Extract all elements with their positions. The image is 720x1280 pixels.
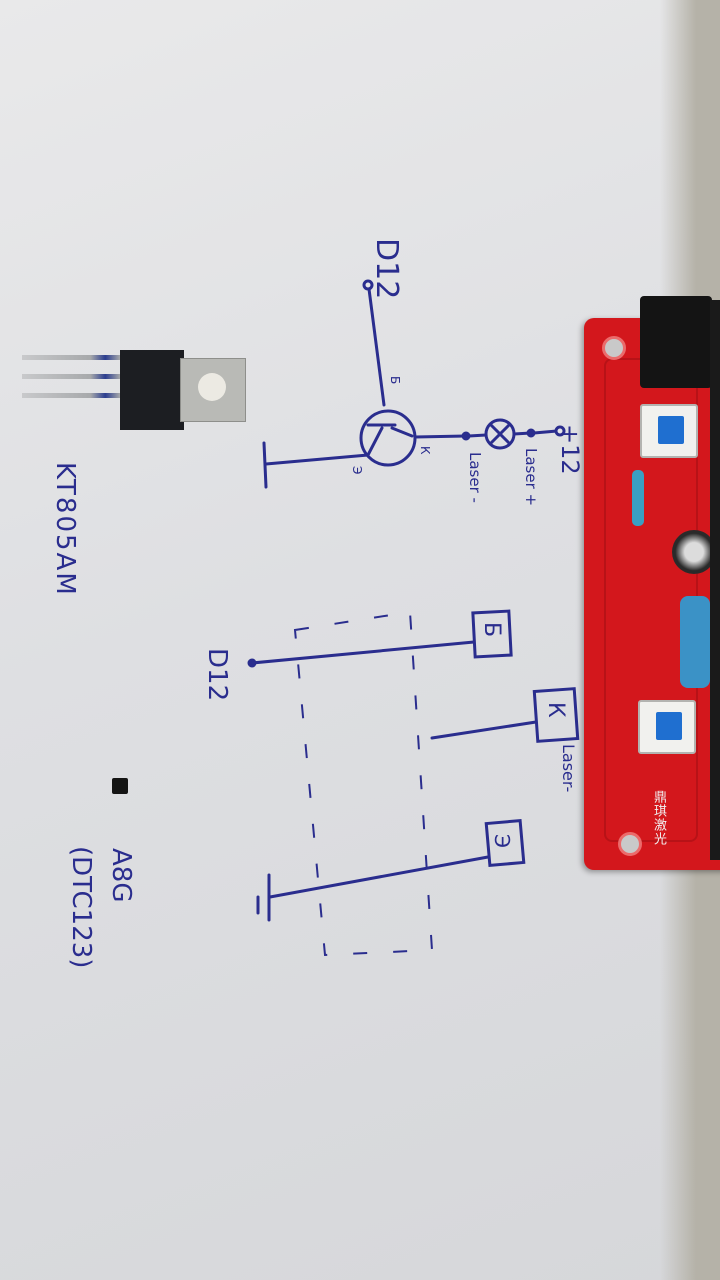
emitter-lead — [366, 426, 384, 457]
transistor-pin — [22, 374, 120, 379]
dashed-outline — [293, 610, 434, 957]
sot23-transistor — [112, 778, 128, 794]
transistor-pin — [22, 355, 120, 360]
dc-power-jack — [640, 296, 712, 388]
power-resistor — [680, 596, 710, 688]
button-cap — [656, 712, 682, 740]
dtc123-label: (DTC123) — [66, 846, 96, 969]
a8g-label: A8G — [106, 848, 136, 903]
mounting-hole — [198, 373, 226, 401]
base-pin-label: Б — [388, 376, 402, 385]
emitter-pin-label: Э — [350, 466, 364, 475]
laser-pcb — [584, 318, 720, 870]
base-wire-bottom — [250, 640, 476, 665]
top-d12-label: D12 — [369, 238, 404, 300]
transistor-body — [120, 350, 184, 430]
kt805am-transistor — [20, 345, 246, 435]
pcb-push-button — [640, 404, 698, 458]
button-cap — [658, 416, 684, 444]
collector-box-label: К — [543, 702, 568, 718]
bottom-laser-minus-label: Laser- — [559, 744, 578, 793]
emitter-wire-bottom — [268, 855, 490, 899]
pcb-silkscreen-text: 鼎琪激光 — [652, 790, 667, 846]
collector-wire-bottom — [430, 720, 538, 740]
plus12-label: +12 — [556, 424, 584, 475]
laser-plus-label: Laser + — [522, 448, 540, 507]
kt805am-label: KT805AM — [50, 462, 80, 597]
emitter-box — [484, 818, 526, 868]
pcb-resistor — [632, 470, 644, 526]
base-box-label: Б — [479, 622, 504, 638]
ground-symbol-top — [262, 441, 268, 489]
bottom-d12-label: D12 — [202, 648, 232, 702]
collector-lead — [390, 426, 414, 438]
emitter-wire — [264, 453, 370, 466]
collector-wire — [413, 434, 468, 439]
pcb-push-button — [638, 700, 696, 754]
transistor-pin — [22, 393, 120, 398]
pcb-mounting-hole — [602, 336, 626, 360]
base-wire — [367, 287, 386, 407]
transistor-symbol — [359, 409, 417, 467]
emitter-box-label: Э — [490, 834, 514, 848]
collector-pin-label: К — [418, 446, 432, 455]
pcb-mounting-hole — [618, 832, 642, 856]
base-box — [471, 609, 513, 659]
plus12-terminal — [554, 425, 566, 437]
electrolytic-capacitor — [672, 530, 716, 574]
pcb-edge-component — [710, 300, 720, 860]
laser-minus-label: Laser - — [466, 452, 484, 503]
collector-box — [532, 687, 580, 743]
